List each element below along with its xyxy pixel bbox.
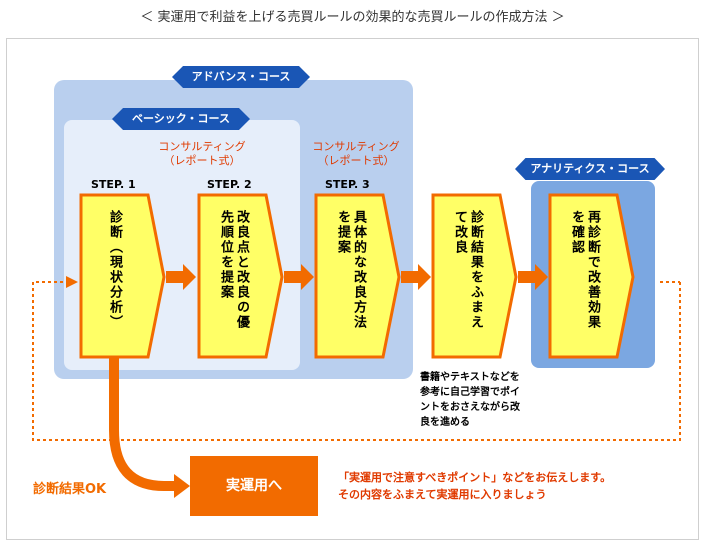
consulting-caption-2: コンサルティング （レポート式）: [296, 140, 416, 168]
diagnosis-ok-label: 診断結果OK: [33, 482, 107, 497]
box-rediagnosis-text: 再診断で改善効果を確認: [569, 210, 600, 330]
box-concrete-method: [314, 193, 401, 359]
box-improve-from-diagnosis-text: 診断結果をふまえて改良: [452, 210, 483, 330]
self-study-note-line2: 参考に自己学習でポイ: [420, 387, 520, 398]
arrow-1-2: [166, 264, 196, 290]
self-study-note-line4: 良を進める: [420, 417, 470, 428]
arrow-4-5: [518, 264, 548, 290]
consulting-caption-2-line1: コンサルティング: [312, 140, 400, 153]
production-box: 実運用へ: [190, 456, 318, 516]
step-3-label: STEP. 3: [325, 178, 370, 191]
ok-arrow-path: [109, 358, 176, 491]
step-2-label: STEP. 2: [207, 178, 252, 191]
production-message-line1: 「実運用で注意すべきポイント」などをお伝えします。: [338, 471, 612, 484]
production-message: 「実運用で注意すべきポイント」などをお伝えします。 その内容をふまえて実運用に入…: [338, 469, 688, 503]
box-rediagnosis: [548, 193, 635, 359]
box-diagnosis-text: 診断（現状分析）: [107, 210, 122, 330]
feedback-loop-arrowhead: [66, 276, 78, 288]
arrow-3-4: [401, 264, 431, 290]
box-diagnosis: [79, 193, 166, 359]
arrow-2-3: [284, 264, 314, 290]
box-improvement-proposal-text: 改良点と改良の優先順位を提案: [218, 210, 249, 330]
consulting-caption-2-line2: （レポート式）: [317, 154, 395, 167]
box-concrete-method-text: 具体的な改良方法を提案: [335, 210, 366, 330]
feedback-loop-line: [32, 281, 681, 441]
analytics-course-label: アナリティクス・コース: [515, 158, 665, 180]
step-1-label: STEP. 1: [91, 178, 136, 191]
box-improvement-proposal: [197, 193, 284, 359]
page-title: ＜ 実運用で利益を上げる売買ルールの効果的な売買ルールの作成方法 ＞: [140, 10, 565, 25]
consulting-caption-1-line2: （レポート式）: [163, 154, 241, 167]
consulting-caption-1: コンサルティング （レポート式）: [142, 140, 262, 168]
basic-course-label: ベーシック・コース: [112, 108, 250, 130]
self-study-note: 書籍やテキストなどを 参考に自己学習でポイ ントをおさえながら改 良を進める: [420, 370, 535, 430]
box-improve-from-diagnosis: [431, 193, 518, 359]
consulting-caption-1-line1: コンサルティング: [158, 140, 246, 153]
advanced-course-label: アドバンス・コース: [172, 66, 310, 88]
ok-arrow-head: [174, 474, 190, 498]
self-study-note-line3: ントをおさえながら改: [420, 402, 520, 413]
self-study-note-line1: 書籍やテキストなどを: [420, 372, 520, 383]
production-message-line2: その内容をふまえて実運用に入りましょう: [338, 488, 547, 501]
